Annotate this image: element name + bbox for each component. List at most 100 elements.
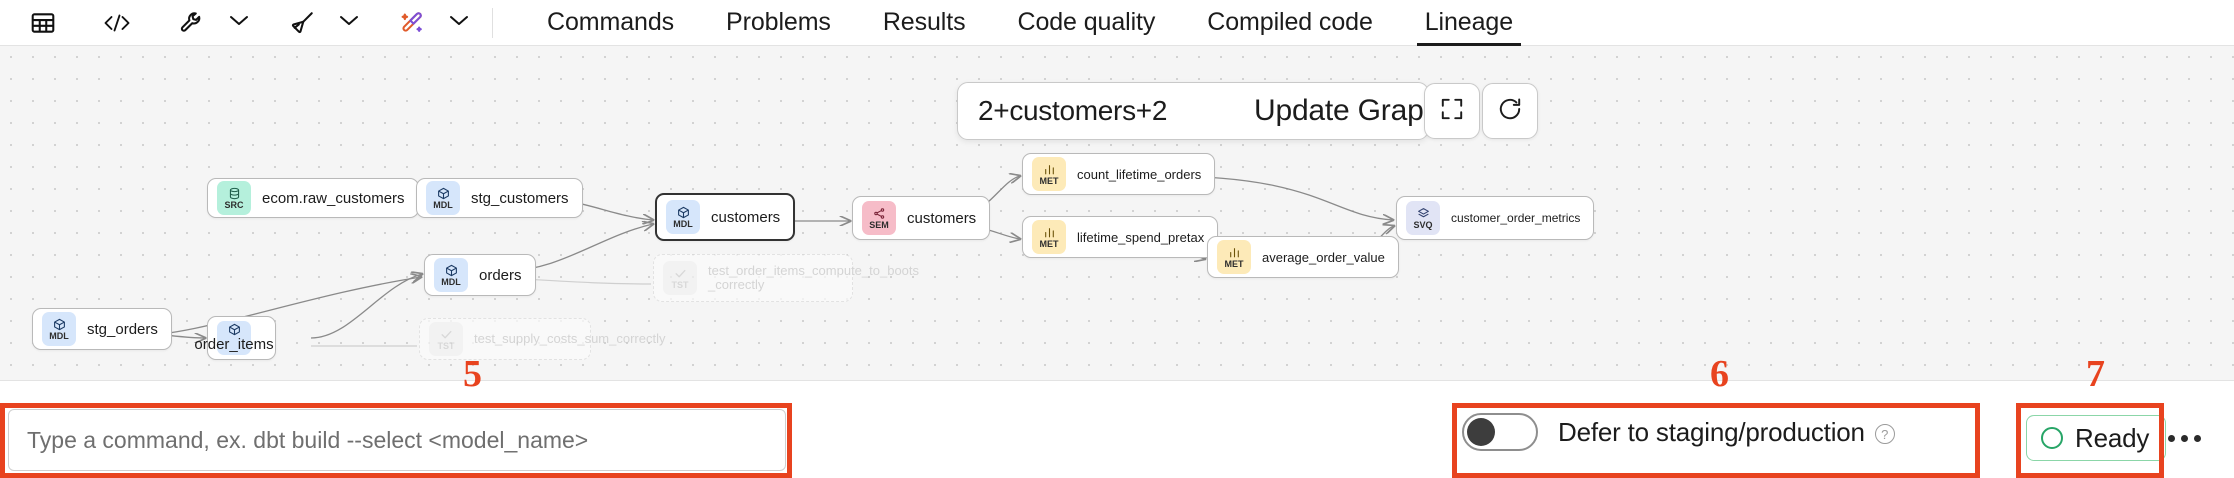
node-label: test_supply_costs_sum_correctly: [474, 331, 666, 346]
lineage-node-stg-customers[interactable]: MDL stg_customers: [416, 178, 583, 218]
defer-toggle[interactable]: [1462, 413, 1538, 451]
node-type-label: TST: [437, 340, 455, 351]
lineage-node-count-lifetime-orders[interactable]: MET count_lifetime_orders: [1022, 153, 1216, 195]
node-label: customer_order_metrics: [1451, 211, 1581, 225]
fullscreen-button[interactable]: [1424, 83, 1480, 139]
refresh-button[interactable]: [1482, 83, 1538, 139]
chevron-down-icon: [448, 13, 470, 32]
expand-icon: [1439, 96, 1465, 127]
tab-compiled-code[interactable]: Compiled code: [1181, 0, 1398, 46]
node-type-badge: SVQ: [1406, 201, 1440, 235]
command-input-wrap: [8, 409, 786, 471]
tab-results[interactable]: Results: [857, 0, 992, 46]
lineage-node-average-order-value[interactable]: MET average_order_value: [1207, 236, 1399, 278]
status-ready[interactable]: Ready: [2026, 415, 2167, 461]
cube-icon: [445, 264, 458, 277]
tab-commands[interactable]: Commands: [521, 0, 700, 46]
node-type-badge: order_items: [194, 321, 274, 355]
node-type-label: MET: [1039, 175, 1059, 186]
lineage-node-customers-mdl[interactable]: MDL customers: [655, 193, 796, 241]
more-options-button[interactable]: [2159, 418, 2209, 458]
tab-code-quality[interactable]: Code quality: [992, 0, 1182, 46]
lineage-node-order-items[interactable]: order_items order_items: [194, 316, 276, 360]
node-type-badge: MET: [1032, 220, 1066, 254]
toolbar-divider: [492, 7, 493, 38]
lineage-node-ecom-raw-customers[interactable]: SRC ecom.raw_customers: [207, 178, 419, 218]
tab-problems[interactable]: Problems: [700, 0, 857, 46]
defer-label: Defer to staging/production: [1558, 416, 1865, 447]
lineage-node-stg-orders[interactable]: MDL stg_orders: [32, 308, 172, 350]
node-label: test_order_items_compute_to_boots _corre…: [708, 263, 920, 292]
format-tools-chevron[interactable]: [330, 13, 368, 32]
node-type-badge: SRC: [217, 181, 251, 215]
ellipsis-icon-dot: [2167, 434, 2175, 442]
update-graph-label: Update Graph: [1254, 94, 1441, 127]
node-label: average_order_value: [1262, 249, 1385, 265]
node-label: ecom.raw_customers: [262, 189, 405, 207]
tab-label: Commands: [547, 8, 675, 36]
annotation-number-5: 5: [463, 353, 482, 395]
node-type-label: SEM: [869, 219, 889, 230]
lineage-node-orders[interactable]: MDL orders: [424, 254, 536, 296]
update-graph-button[interactable]: Update Graph: [1230, 82, 1464, 140]
code-brackets-icon: [102, 10, 132, 36]
node-type-label: TST: [671, 279, 689, 290]
lineage-canvas[interactable]: SRC ecom.raw_customers MDL stg_customers…: [0, 46, 2234, 380]
help-icon[interactable]: ?: [1874, 424, 1895, 444]
broom-icon: [288, 10, 316, 36]
code-view-button[interactable]: [90, 0, 144, 46]
format-tools-button[interactable]: [276, 0, 328, 46]
tab-label: Results: [882, 8, 966, 36]
graph-expression-card[interactable]: 2+customers+2: [957, 82, 1429, 140]
status-label: Ready: [2075, 422, 2150, 453]
table-view-button[interactable]: [18, 0, 68, 46]
lineage-node-lifetime-spend-pretax[interactable]: MET lifetime_spend_pretax: [1022, 216, 1219, 258]
bar-chart-icon: [1043, 226, 1056, 239]
ai-assist-button[interactable]: [386, 0, 438, 46]
node-label: customers: [907, 209, 977, 227]
lineage-node-test-supply-costs[interactable]: TST test_supply_costs_sum_correctly: [419, 318, 665, 360]
check-icon: [440, 328, 453, 341]
cube-icon: [437, 187, 450, 200]
build-tools-chevron[interactable]: [220, 13, 258, 32]
node-type-badge: MET: [1032, 157, 1066, 191]
chevron-down-icon: [338, 13, 360, 32]
node-type-badge: TST: [429, 322, 463, 356]
node-type-badge: MDL: [434, 258, 468, 292]
bar-chart-icon: [1228, 246, 1241, 259]
ai-assist-chevron[interactable]: [440, 13, 478, 32]
lineage-node-customer-order-metrics[interactable]: SVQ customer_order_metrics: [1396, 196, 1595, 240]
annotation-number-6: 6: [1710, 353, 1729, 395]
tab-label: Compiled code: [1207, 8, 1373, 36]
node-type-label: SRC: [224, 199, 244, 210]
command-input[interactable]: [8, 409, 786, 471]
database-icon: [228, 187, 241, 200]
node-type-label: MET: [1039, 238, 1059, 249]
node-label: customers: [711, 208, 781, 226]
build-tools-button[interactable]: [166, 0, 218, 46]
node-type-label: MET: [1224, 258, 1244, 269]
node-type-badge: MDL: [426, 181, 460, 215]
node-type-badge: MDL: [42, 312, 76, 346]
cube-icon: [53, 318, 66, 331]
top-toolbar: Commands Problems Results Code quality C…: [0, 0, 2234, 46]
graph-expression-text: 2+customers+2: [978, 95, 1168, 126]
node-label: stg_customers: [471, 189, 569, 207]
toggle-knob: [1467, 418, 1495, 446]
node-type-badge: MDL: [666, 200, 700, 234]
node-type-badge: SEM: [862, 201, 896, 235]
lineage-node-test-order-items[interactable]: TST test_order_items_compute_to_boots _c…: [653, 254, 919, 302]
node-label: stg_orders: [87, 320, 158, 338]
tab-label: Code quality: [1017, 8, 1156, 36]
annotation-number-7: 7: [2086, 353, 2105, 395]
defer-control-group: Defer to staging/production ?: [1462, 413, 1895, 451]
ellipsis-icon-dot: [2193, 434, 2201, 442]
share-nodes-icon: [873, 207, 886, 220]
lineage-node-customers-sem[interactable]: SEM customers: [852, 196, 991, 240]
layers-icon: [1417, 207, 1430, 220]
tab-label: Problems: [726, 8, 831, 36]
status-dot-icon: [2041, 427, 2063, 449]
tab-lineage[interactable]: Lineage: [1399, 0, 1539, 46]
node-label: count_lifetime_orders: [1077, 166, 1202, 182]
